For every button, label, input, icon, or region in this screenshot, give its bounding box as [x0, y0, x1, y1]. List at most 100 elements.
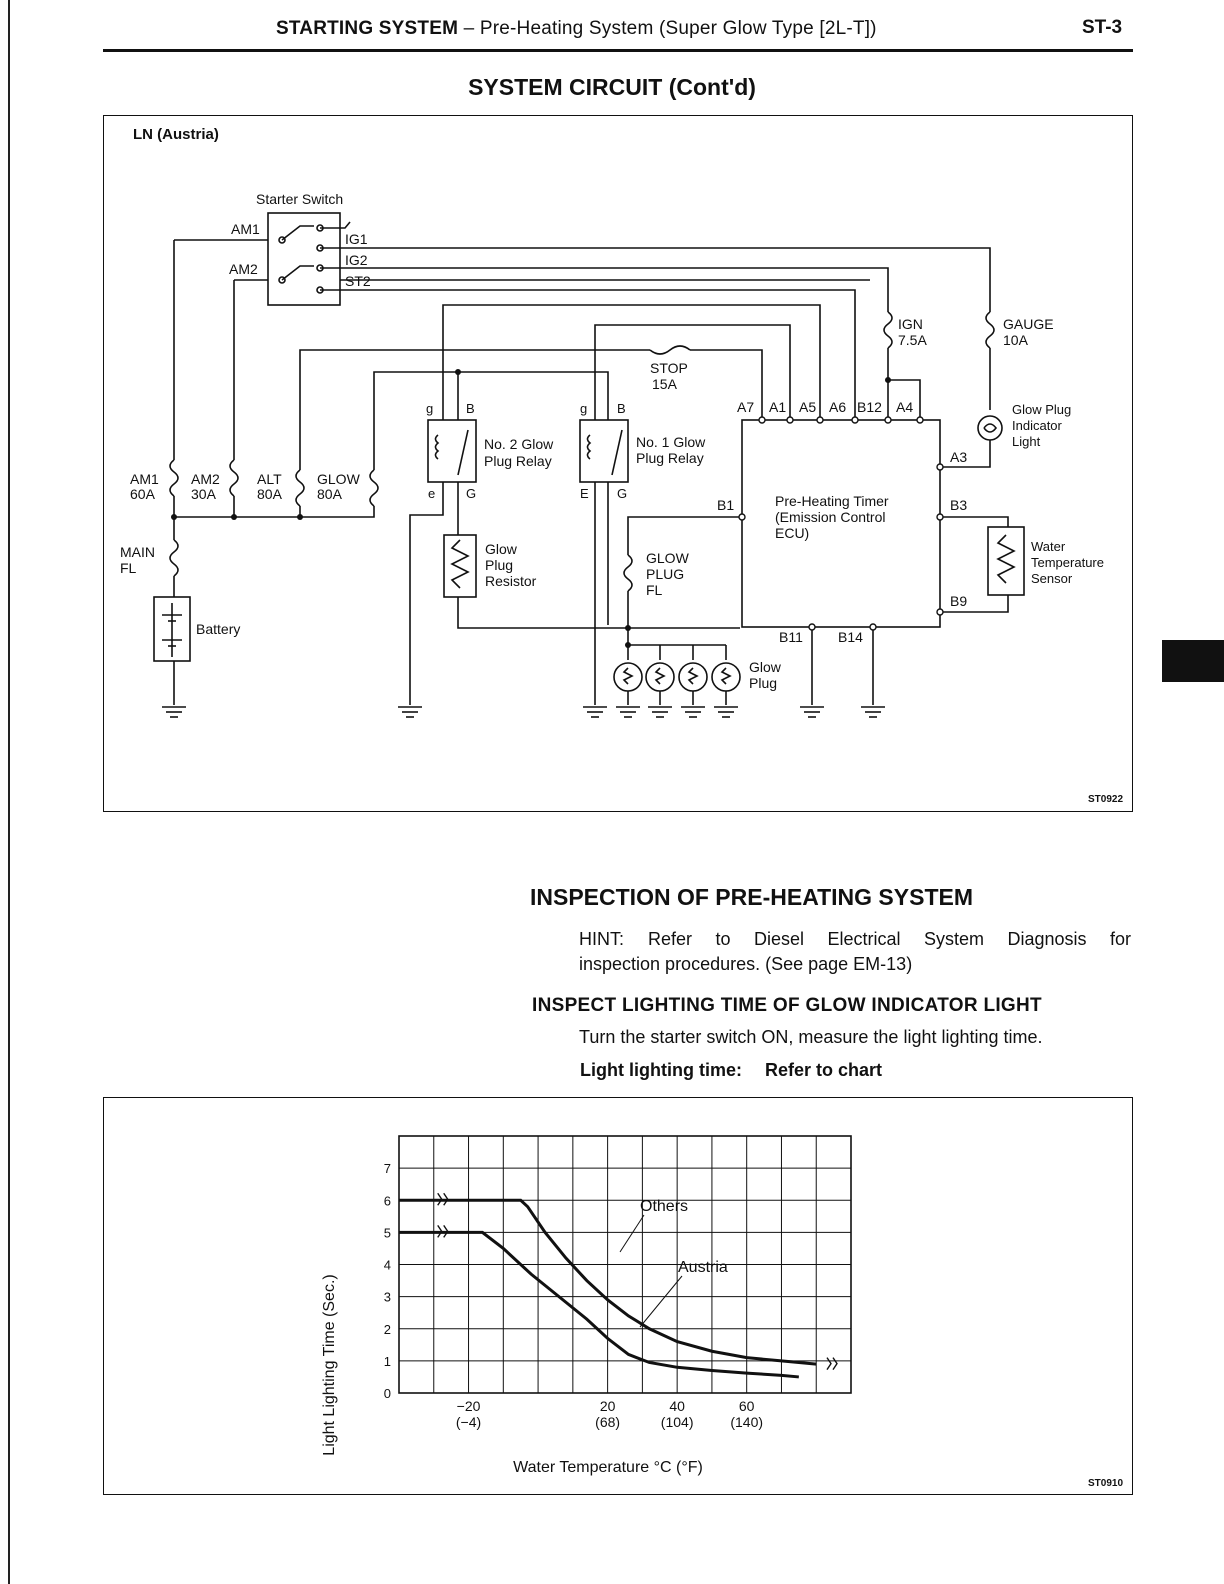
indicator-label-2: Indicator	[1012, 418, 1063, 433]
y-tick-label: 2	[384, 1322, 391, 1337]
y-tick-label: 6	[384, 1193, 391, 1208]
instruction-text: Turn the starter switch ON, measure the …	[579, 1027, 1043, 1047]
x-axis-label: Water Temperature °C (°F)	[513, 1459, 703, 1476]
inspect-subtitle: INSPECT LIGHTING TIME OF GLOW INDICATOR …	[532, 995, 1042, 1016]
series-label-leader	[639, 1275, 683, 1328]
st2-label: ST2	[345, 273, 371, 289]
header-subtitle: Pre-Heating System (Super Glow Type [2L-…	[479, 18, 877, 39]
relay2-pin-g: g	[426, 401, 433, 416]
y-tick-label: 4	[384, 1258, 391, 1273]
series-line-austria	[399, 1230, 799, 1379]
y-tick-label: 7	[384, 1161, 391, 1176]
x-tick-label: −20	[457, 1398, 481, 1414]
axis-break-mark	[437, 1224, 449, 1238]
stop-fuse-amp: 15A	[652, 376, 678, 392]
glow-plug-label-1: Glow	[749, 659, 782, 675]
switch-am2-label: AM2	[229, 261, 258, 277]
relay1-pin-g: g	[580, 401, 587, 416]
pin-a5: A5	[799, 399, 816, 415]
fuse-alt-amp: 80A	[257, 486, 283, 502]
pin-a4: A4	[896, 399, 913, 415]
gauge-fuse-label: GAUGE	[1003, 316, 1054, 332]
relay-2-box	[427, 419, 477, 483]
relay-1-box	[579, 419, 629, 483]
relay2-label-2: Plug Relay	[484, 453, 552, 469]
ign-fuse-amp: 7.5A	[898, 332, 927, 348]
axis-break-mark	[437, 1192, 449, 1206]
series-line-others	[399, 1198, 817, 1366]
circuit-title: SYSTEM CIRCUIT (Cont'd)	[468, 74, 756, 100]
relay1-pin-gbig: G	[617, 486, 627, 501]
header-dash: –	[463, 18, 475, 39]
spec-line: Light lighting time: Refer to chart	[580, 1058, 882, 1083]
starter-switch-label: Starter Switch	[256, 191, 343, 207]
pin-b12: B12	[857, 399, 882, 415]
pin-a1: A1	[769, 399, 786, 415]
variant-label: LN (Austria)	[133, 126, 219, 143]
ig2-label: IG2	[345, 252, 368, 268]
hint-block: HINT: Refer to Diesel Electrical System …	[579, 927, 1131, 977]
pin-b1: B1	[717, 497, 734, 513]
circuit-diagram: LN (Austria) Starter Switch AM1 AM2 IG1 …	[120, 126, 1123, 805]
y-tick-label: 1	[384, 1354, 391, 1369]
y-axis-label: Light Lighting Time (Sec.)	[321, 1274, 338, 1455]
relay1-pin-b: B	[617, 401, 626, 416]
main-fl-label-1: MAIN	[120, 544, 155, 560]
stop-fuse-label: STOP	[650, 360, 688, 376]
sensor-label-2: Temperature	[1031, 555, 1104, 570]
y-tick-label: 3	[384, 1290, 391, 1305]
main-fl-label-2: FL	[120, 560, 137, 576]
switch-am1-label: AM1	[231, 221, 260, 237]
relay2-pin-e: e	[428, 486, 435, 501]
header-section: STARTING SYSTEM	[276, 18, 459, 39]
timer-label-1: Pre-Heating Timer	[775, 493, 889, 509]
pin-b14: B14	[838, 629, 863, 645]
resistor-label-2: Plug	[485, 557, 513, 573]
series-label-austria: Austria	[678, 1259, 728, 1276]
glow-fl-label-2: PLUG	[646, 566, 684, 582]
series-label-leader	[619, 1214, 645, 1253]
chart-code: ST0910	[1088, 1478, 1123, 1489]
fuse-am1-amp: 60A	[130, 486, 156, 502]
hint-text-1: Refer to Diesel Electrical System Diagno…	[648, 929, 1131, 949]
lighting-time-chart: 01234567−20(−4)20(68)40(104)60(140)Other…	[321, 1135, 1123, 1489]
starter-switch-box	[267, 212, 341, 306]
x-tick-label: 20	[600, 1398, 616, 1414]
ign-fuse-label: IGN	[898, 316, 923, 332]
x-tick-label: 60	[739, 1398, 755, 1414]
series-label-others: Others	[640, 1198, 688, 1215]
indicator-label-3: Light	[1012, 434, 1041, 449]
glow-fl-label-1: GLOW	[646, 550, 690, 566]
sensor-label-1: Water	[1031, 539, 1066, 554]
spec-label: Light lighting time:	[580, 1060, 742, 1080]
indicator-label-1: Glow Plug	[1012, 402, 1071, 417]
pin-b9: B9	[950, 593, 967, 609]
axis-break-mark	[826, 1357, 838, 1371]
glow-plug-label-2: Plug	[749, 675, 777, 691]
fuse-glow-amp: 80A	[317, 486, 343, 502]
section-tab-marker	[1162, 640, 1224, 682]
pin-a3: A3	[950, 449, 967, 465]
timer-label-2: (Emission Control	[775, 509, 885, 525]
relay1-label-1: No. 1 Glow	[636, 434, 706, 450]
fuse-am1-label: AM1	[130, 471, 159, 487]
page-header: STARTING SYSTEM – Pre-Heating System (Su…	[276, 18, 877, 40]
x-tick-label-f: (140)	[730, 1414, 763, 1430]
battery-label: Battery	[196, 621, 240, 637]
inspection-title: INSPECTION OF PRE-HEATING SYSTEM	[530, 884, 973, 910]
chart-frame	[103, 1097, 1133, 1495]
timer-label-3: ECU)	[775, 525, 809, 541]
resistor-label-3: Resistor	[485, 573, 537, 589]
sensor-label-3: Sensor	[1031, 571, 1073, 586]
x-tick-label-f: (68)	[595, 1414, 620, 1430]
gauge-fuse-amp: 10A	[1003, 332, 1029, 348]
pin-a7: A7	[737, 399, 754, 415]
fuse-glow-label: GLOW	[317, 471, 361, 487]
x-tick-label: 40	[669, 1398, 685, 1414]
relay1-label-2: Plug Relay	[636, 450, 704, 466]
page-number: ST-3	[1082, 17, 1123, 38]
hint-label: HINT:	[579, 929, 624, 949]
x-tick-label-f: (−4)	[456, 1414, 481, 1430]
hint-text-2: inspection procedures. (See page EM-13)	[579, 954, 913, 974]
circuit-diagram-frame	[103, 115, 1133, 812]
